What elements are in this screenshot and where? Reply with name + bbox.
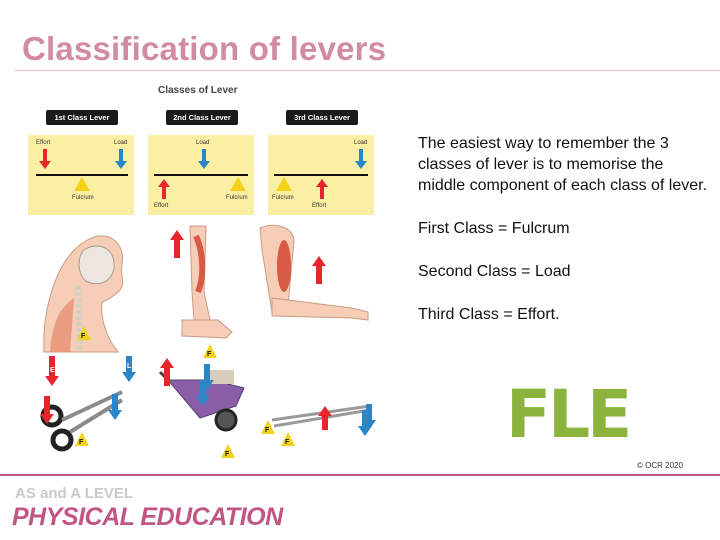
fulcrum-triangle-icon [74,177,90,191]
caption-load: Load [114,140,128,146]
effort-arrow-icon [158,179,170,199]
panel-2nd-class: Load Effort Fulcrum [148,135,254,215]
head-neck-example [43,235,124,353]
explanation-text: The easiest way to remember the 3 classe… [418,133,708,347]
slide-title: Classification of levers [22,30,387,67]
caption-load: Load [196,140,210,146]
figure-title: Classes of Lever [158,85,238,96]
caption-effort: Effort [154,203,169,209]
marker-load: L [127,363,132,370]
caption-fulcrum: Fulcrum [72,195,94,201]
third-class-line: Third Class = Effort. [418,306,560,323]
copyright: © OCR 2020 [637,461,683,470]
load-arrow-icon [115,149,127,169]
fulcrum-triangle-icon [230,177,246,191]
second-class-line: Second Class = Load [418,263,571,280]
effort-arrow-icon [39,149,51,169]
arm-example [259,224,369,321]
lever-2-diagram [154,149,248,199]
caption-effort: Effort [36,140,51,146]
marker-fulcrum: F [207,351,212,358]
caption-effort: Effort [312,203,327,209]
label-2nd-class: 2nd Class Lever [166,110,238,125]
label-3rd-class: 3rd Class Lever [286,110,358,125]
fulcrum-markers [75,326,295,458]
fle-mnemonic: FLE [506,376,632,453]
intro-paragraph: The easiest way to remember the 3 classe… [418,135,708,194]
marker-effort: E [50,367,55,374]
marker-fulcrum: F [225,451,230,458]
lever-3-diagram [274,149,368,199]
lever-classes-figure: Classes of Lever 1st Class Lever 2nd Cla… [22,80,392,460]
caption-fulcrum: Fulcrum [272,195,294,201]
load-arrow-icon [198,149,210,169]
caption-load: Load [354,140,368,146]
footer-divider [0,474,720,476]
load-markers [108,356,376,436]
effort-arrow-icon [316,179,328,199]
leg-example [181,225,233,339]
fulcrum-triangle-icon [276,177,292,191]
marker-fulcrum: F [265,427,270,434]
label-1st-class: 1st Class Lever [46,110,118,125]
lever-1-diagram [36,149,128,191]
panel-3rd-class: Load Fulcrum Effort [268,135,374,215]
footer-brand-line1: AS and A LEVEL [15,485,134,502]
lever-examples-illustration: F F F F F F E L [40,224,376,458]
effort-markers [40,230,332,430]
caption-fulcrum: Fulcrum [226,195,248,201]
marker-fulcrum: F [81,333,86,340]
marker-fulcrum: F [79,439,84,446]
first-class-line: First Class = Fulcrum [418,220,570,237]
footer-brand-line2: PHYSICAL EDUCATION [12,503,283,531]
title-divider [14,70,720,71]
marker-fulcrum: F [285,439,290,446]
panel-1st-class: Effort Load Fulcrum [28,135,134,215]
load-arrow-icon [355,149,367,169]
